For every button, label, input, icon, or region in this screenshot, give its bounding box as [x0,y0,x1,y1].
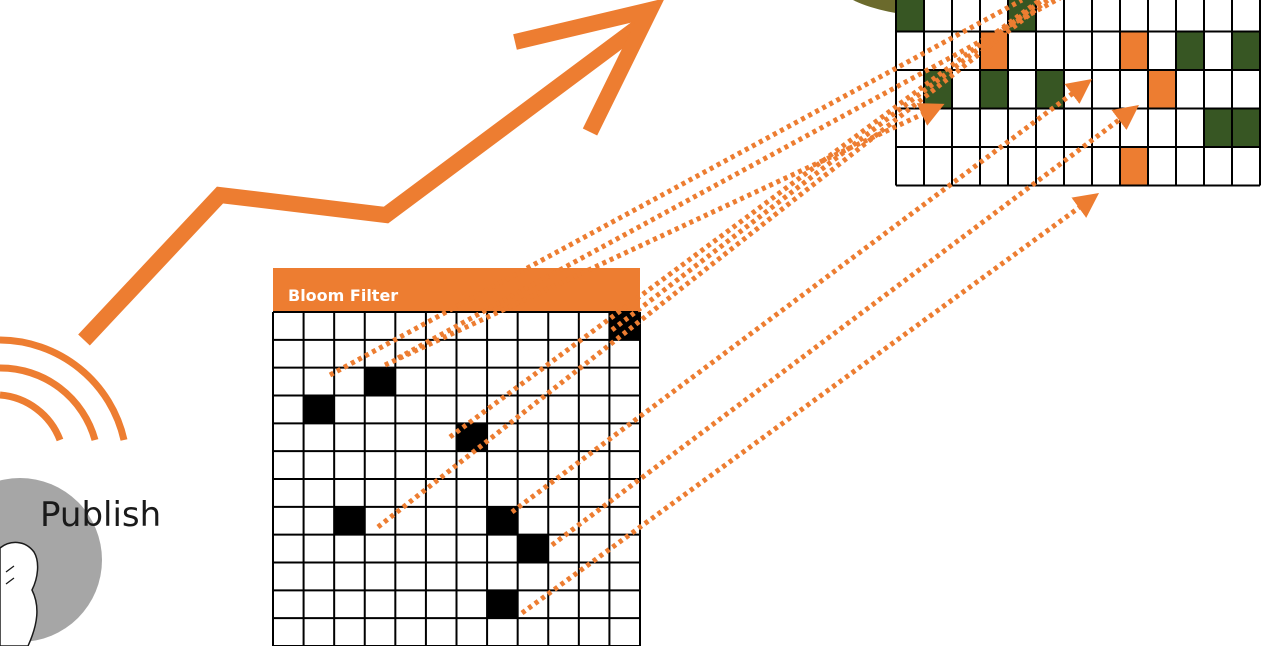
target-grid-orange-cell [1148,70,1176,109]
bloom-filter-title: Bloom Filter [288,286,398,305]
target-grid-orange-cell [1120,147,1148,186]
bloom-filter-set-bit [365,368,396,396]
target-grid-green-cell [1176,32,1204,71]
target-grid-green-cell [896,0,924,32]
publish-label: Publish [40,495,161,535]
bloom-filter-set-bit [334,507,365,535]
target-grid-green-cell [1232,32,1260,71]
target-grid-green-cell [1204,109,1232,148]
target-grid [896,0,1260,186]
target-grid-green-cell [1232,109,1260,148]
bloom-filter-set-bit [304,396,335,424]
broadcast-icon [0,340,124,440]
target-grid-orange-cell [1120,32,1148,71]
target-grid-green-cell [924,70,952,109]
bloom-filter-set-bit [518,535,549,563]
target-grid-green-cell [980,70,1008,109]
bloom-filter-set-bit [487,590,518,618]
